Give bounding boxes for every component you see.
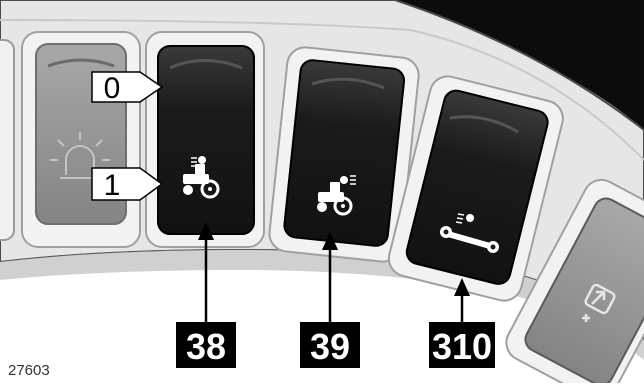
switch-left-partial [0, 40, 14, 240]
callout-39-text: 39 [310, 326, 350, 367]
figure-number: 27603 [8, 362, 50, 379]
callout-310-text: 310 [432, 326, 492, 367]
position-on-text: 1 [104, 169, 121, 202]
callout-310: 310 [429, 322, 495, 368]
switch-38-front-work-lights[interactable] [146, 32, 264, 247]
switch-beacon-greyed [22, 32, 140, 247]
callout-39: 39 [300, 322, 360, 368]
callout-38: 38 [176, 322, 236, 368]
callout-38-text: 38 [186, 326, 226, 367]
position-off-text: 0 [104, 72, 121, 105]
